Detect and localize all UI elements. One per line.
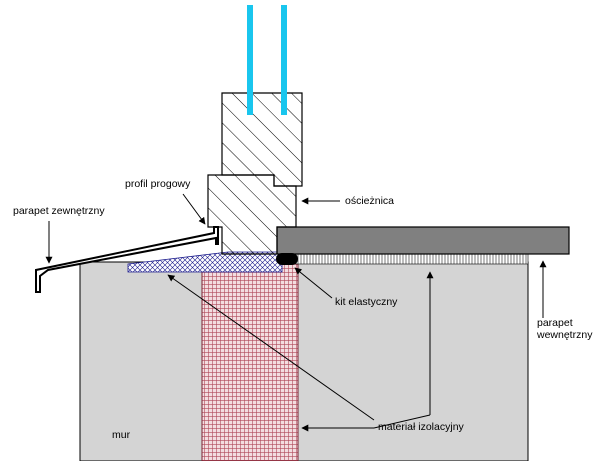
label-parapet-zewnetrzny: parapet zewnętrzny: [13, 205, 105, 217]
label-oscieznica: ościeżnica: [345, 195, 395, 207]
label-mur: mur: [112, 429, 131, 441]
label-kit-elastyczny: kit elastyczny: [335, 296, 398, 308]
label-material-izolacyjny: materiał izolacyjny: [378, 421, 464, 433]
outer-sill: [35, 226, 219, 293]
arrow-material-to-seal: [167, 274, 375, 421]
insulation-column: [201, 263, 299, 461]
threshold-profile: [207, 174, 297, 255]
inner-sill: [276, 226, 570, 255]
sealant: [276, 253, 298, 265]
label-parapet-wewnetrzny-2: wewnętrzny: [537, 329, 593, 341]
label-profil-progowy: profil progowy: [125, 178, 191, 190]
label-parapet-wewnetrzny-1: parapet: [537, 317, 573, 329]
arrow-kit-elastyczny: [294, 267, 333, 299]
arrow-profil-progowy: [182, 193, 206, 225]
glass-pane-left: [247, 5, 253, 115]
glass-pane-right: [281, 5, 287, 115]
arrow-material-to-strip: [373, 414, 431, 429]
